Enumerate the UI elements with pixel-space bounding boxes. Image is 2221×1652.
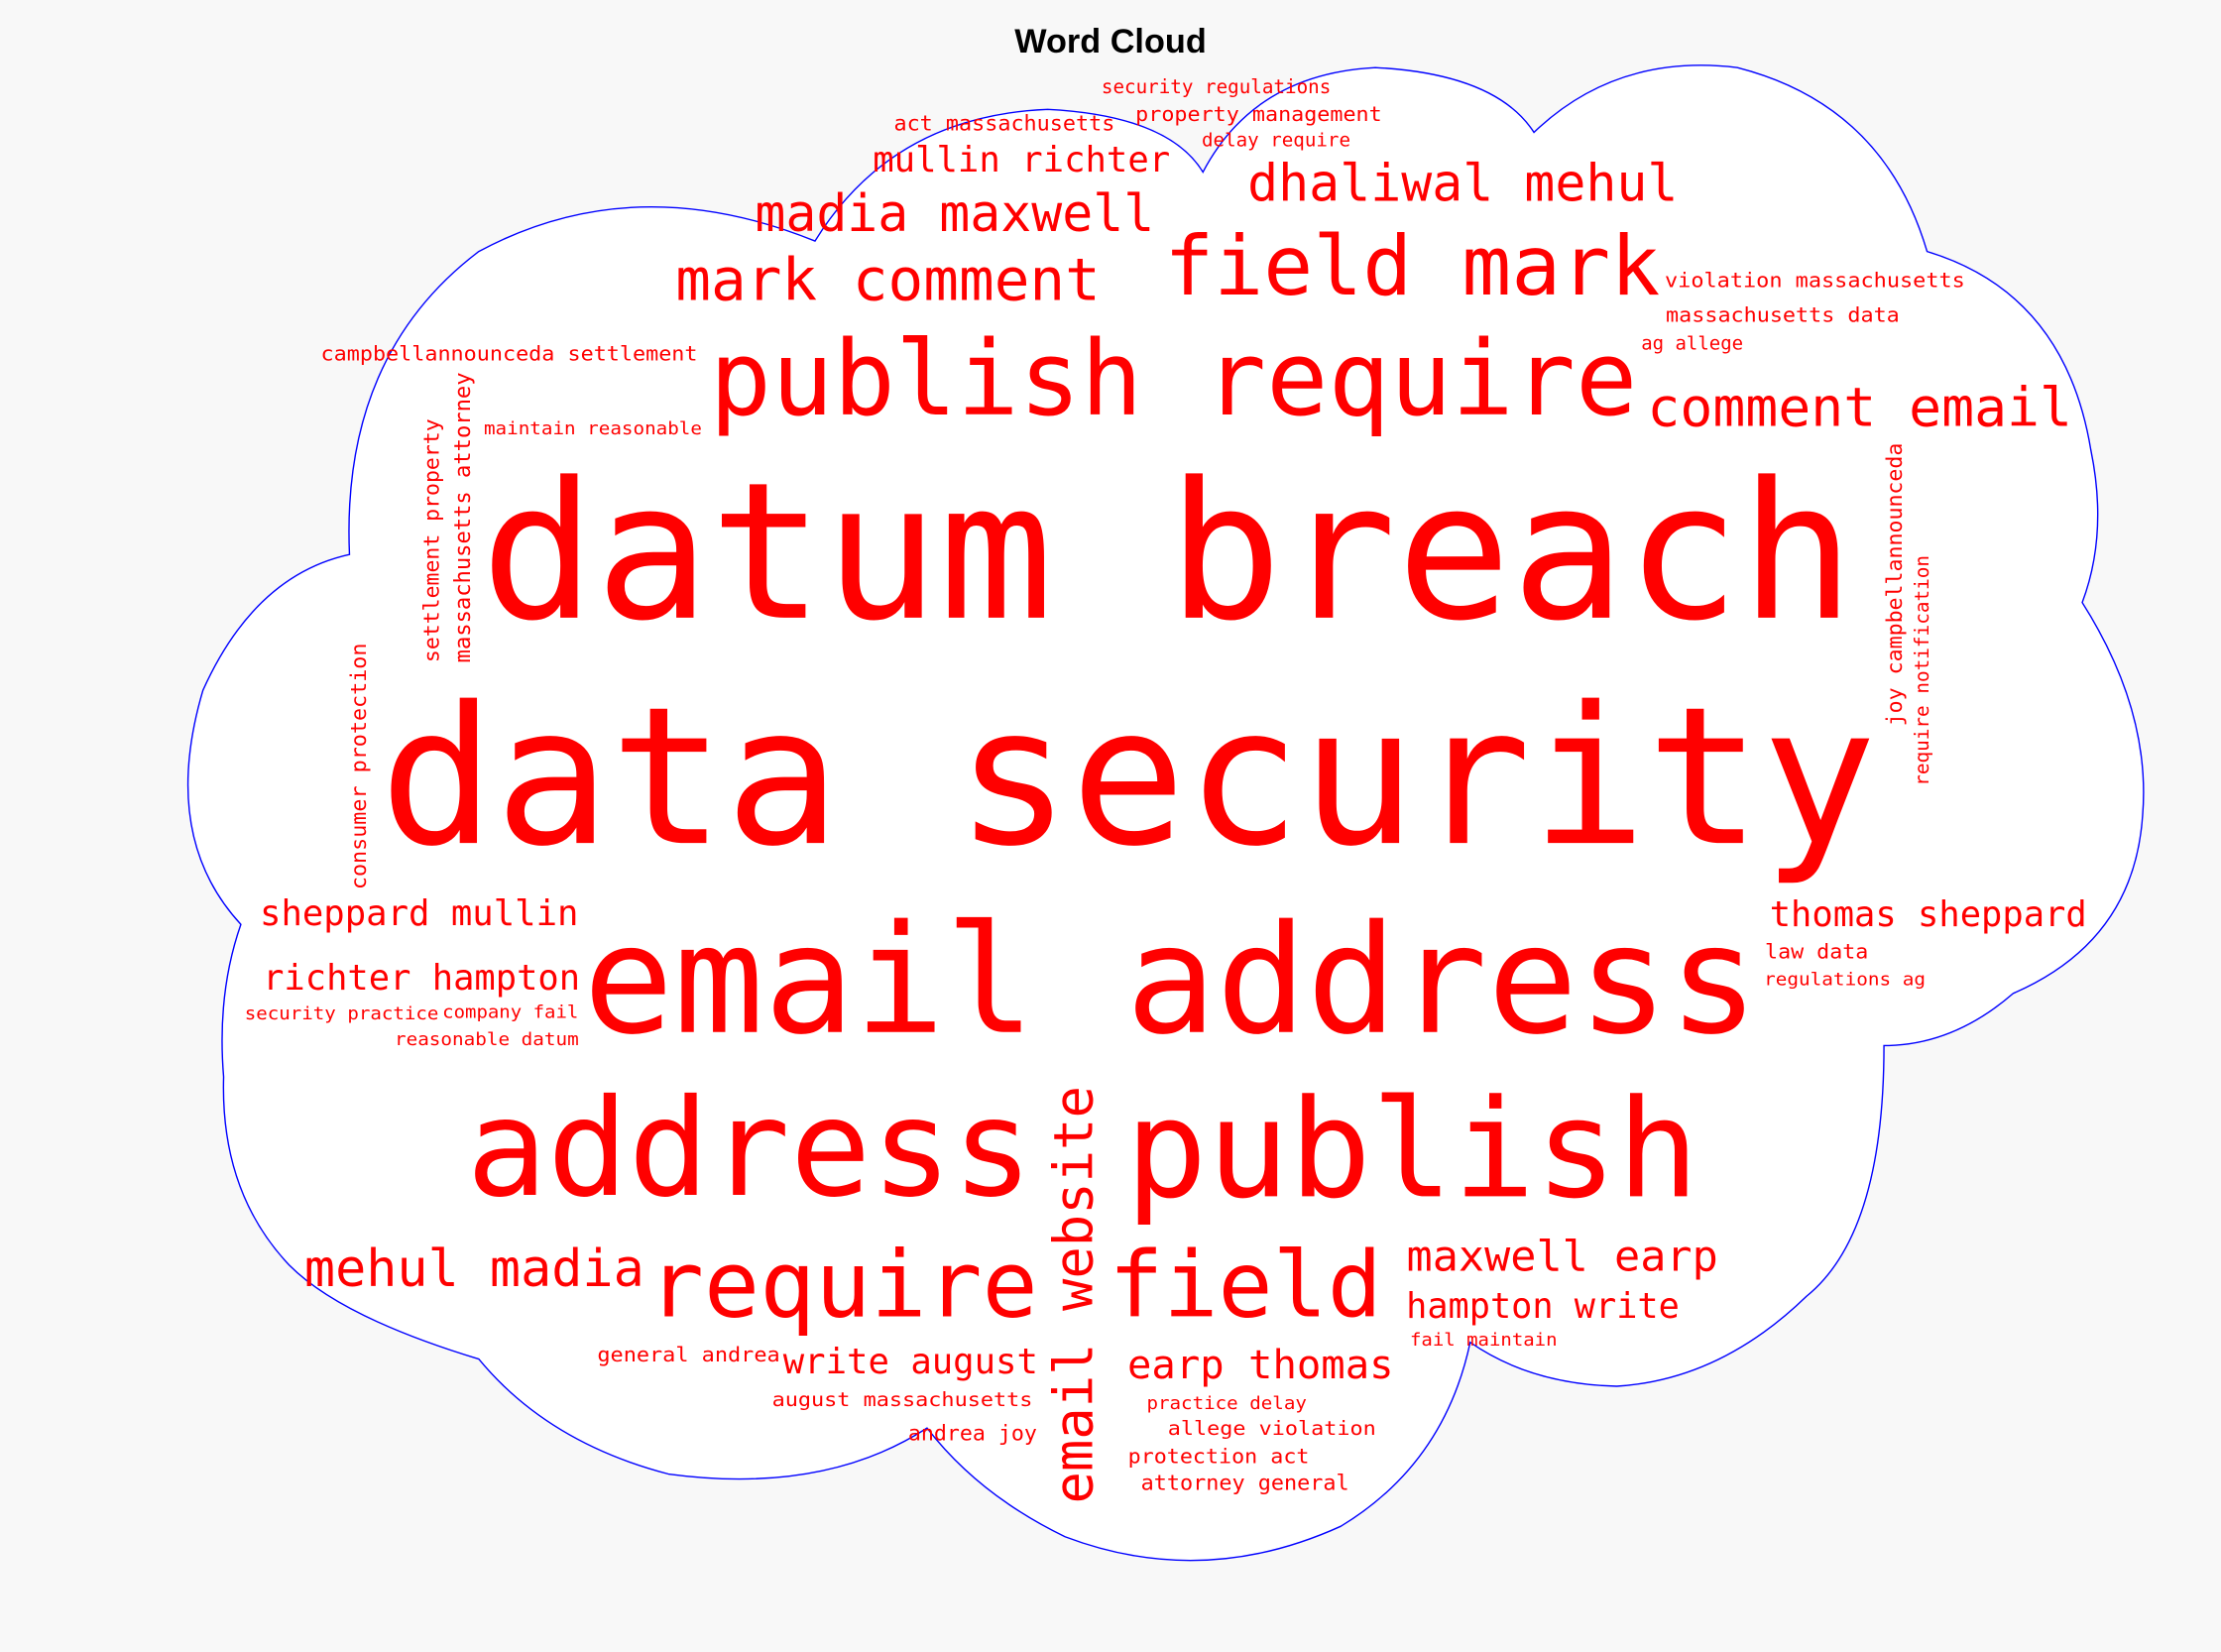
word-sheppard-mullin: sheppard mullin: [260, 893, 578, 934]
word-madia-maxwell: madia maxwell: [755, 184, 1154, 244]
word-andrea-joy: andrea joy: [908, 1422, 1037, 1447]
word-attorney-general: attorney general: [1141, 1472, 1349, 1496]
word-earp-thomas: earp thomas: [1127, 1343, 1394, 1388]
word-data-security: data security: [380, 666, 1877, 888]
word-allege-violation: allege violation: [1168, 1417, 1376, 1440]
word-practice-delay: practice delay: [1146, 1393, 1307, 1414]
word-address: address: [466, 1071, 1032, 1228]
word-august-massachusetts: august massachusetts: [772, 1388, 1033, 1411]
word-field: field: [1109, 1233, 1382, 1339]
word-require-notification: require notification: [1911, 555, 1933, 786]
word-richter-hampton: richter hampton: [263, 958, 580, 999]
word-company-fail: company fail: [442, 1002, 578, 1022]
word-require: require: [648, 1232, 1038, 1339]
word-mullin-richter: mullin richter: [873, 140, 1170, 180]
word-mark-comment: mark comment: [675, 247, 1101, 314]
word-publish-require: publish require: [710, 318, 1638, 439]
word-consumer-protection: consumer protection: [347, 644, 372, 890]
word-email-website: email website: [1043, 1086, 1106, 1503]
word-massachusetts-attorney: massachusetts attorney: [450, 372, 476, 662]
word-act-massachusetts: act massachusetts: [893, 111, 1114, 136]
word-publish: publish: [1125, 1071, 1699, 1229]
word-property-management: property management: [1135, 102, 1382, 126]
word-write-august: write august: [783, 1342, 1038, 1382]
word-violation-massachusetts: violation massachusetts: [1665, 269, 1965, 293]
chart-title: Word Cloud: [1014, 23, 1207, 60]
word-fail-maintain: fail maintain: [1410, 1330, 1558, 1351]
word-security-regulations: security regulations: [1102, 75, 1331, 98]
word-delay-require: delay require: [1202, 131, 1350, 152]
word-regulations-ag: regulations ag: [1764, 970, 1926, 991]
word-protection-act: protection act: [1128, 1444, 1310, 1468]
cloud-outline: [188, 65, 2144, 1561]
word-settlement-property: settlement property: [420, 418, 445, 662]
word-maintain-reasonable: maintain reasonable: [484, 418, 702, 439]
word-thomas-sheppard: thomas sheppard: [1770, 894, 2087, 935]
word-law-data: law data: [1765, 939, 1868, 963]
word-datum-breach: datum breach: [481, 442, 1855, 663]
word-ag-allege: ag allege: [1641, 333, 1743, 354]
word-reasonable-datum: reasonable datum: [395, 1029, 579, 1050]
word-email-address: email address: [583, 892, 1759, 1068]
word-comment-email: comment email: [1647, 376, 2072, 438]
word-maxwell-earp: maxwell earp: [1407, 1233, 1718, 1282]
word-field-mark: field mark: [1164, 218, 1660, 314]
word-security-practice: security practice: [245, 1003, 439, 1024]
word-general-andrea: general andrea: [597, 1343, 779, 1366]
word-joy-campbellannounceda: joy campbellannounceda: [1883, 443, 1908, 727]
word-hampton-write: hampton write: [1406, 1286, 1680, 1327]
word-campbellannounceda-settlement: campbellannounceda settlement: [321, 341, 698, 365]
word-massachusetts-data: massachusetts data: [1666, 302, 1900, 326]
word-dhaliwal-mehul: dhaliwal mehul: [1247, 155, 1678, 214]
word-mehul-madia: mehul madia: [304, 1239, 644, 1299]
